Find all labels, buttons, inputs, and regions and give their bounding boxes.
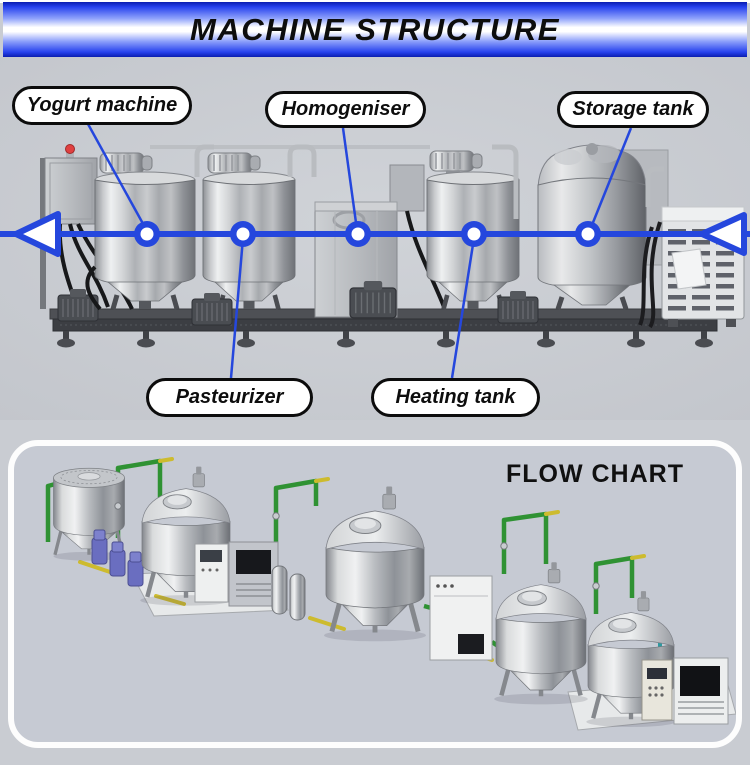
flow-dark-cabinet [228,541,279,607]
tank-storage [537,143,647,310]
flow-control-cabinet [194,543,229,603]
beacon-light [65,144,75,154]
label-storage-tank: Storage tank [557,91,709,128]
pipe-storage [645,166,664,207]
hose [85,265,102,311]
label-text: Heating tank [395,386,516,408]
flow-control-panel [641,659,673,721]
flow-filter-vessels [271,565,306,621]
label-text: Pasteurizer [175,386,284,408]
flow-pump-2 [109,541,126,577]
page-title: MACHINE STRUCTURE [190,11,560,47]
flow-pump-1 [91,529,108,565]
pipe-valves [114,502,600,590]
flow-chart-illustration [45,457,736,731]
flow-pump-3 [127,551,144,587]
flow-white-cabinet [429,575,493,661]
flow-chart-title: FLOW CHART [505,460,684,488]
label-homogeniser: Homogeniser [265,91,426,128]
pipe-t2-loop [287,144,317,177]
flow-tank-3 [494,562,588,704]
pipe-heating [492,144,519,219]
label-yogurt-machine: Yogurt machine [12,86,192,125]
label-text: Homogeniser [281,98,410,120]
label-text: Yogurt machine [26,94,178,116]
label-heating-tank: Heating tank [371,378,540,417]
flow-chiller-unit [673,657,729,725]
flow-tank-2 [324,486,426,641]
pipe-t1-t2 [194,144,214,177]
label-text: Storage tank [572,98,694,120]
flow-chart-panel: FLOW CHART [8,440,742,748]
top-strip [0,0,750,3]
label-pasteurizer: Pasteurizer [146,378,313,417]
banner: MACHINE STRUCTURE [3,2,747,57]
